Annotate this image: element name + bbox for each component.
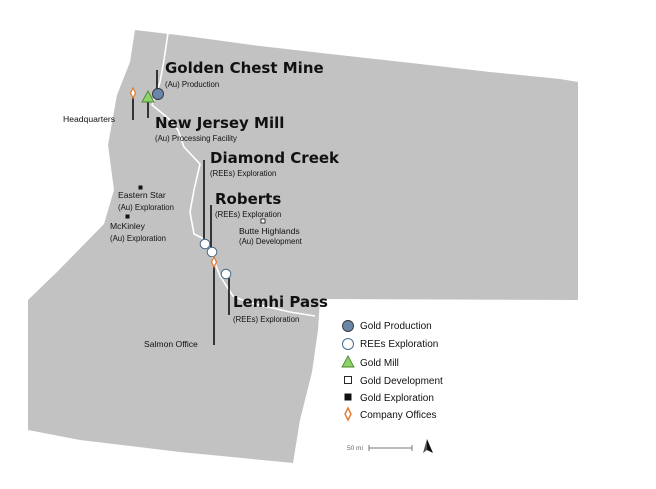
- headquarters-office-marker[interactable]: [129, 86, 137, 100]
- leader-lines: [132, 70, 230, 345]
- legend: Gold Production REEs Exploration Gold Mi…: [341, 320, 443, 422]
- lemhi-pass-marker[interactable]: [220, 268, 232, 280]
- legend-company-offices-label: Company Offices: [360, 410, 437, 421]
- golden-chest-name: Golden Chest Mine: [165, 59, 324, 77]
- eastern-star-marker[interactable]: [138, 185, 143, 190]
- legend-gold-production-label: Gold Production: [360, 321, 432, 332]
- roberts-marker[interactable]: [206, 246, 218, 258]
- eastern-star-detail: (Au) Exploration: [118, 203, 174, 212]
- diamond-creek-detail: (REEs) Exploration: [210, 169, 276, 178]
- scale-bar: 50 mi: [347, 445, 413, 452]
- legend-company-offices-icon: [344, 406, 352, 422]
- headquarters-label: Headquarters: [63, 114, 115, 124]
- roberts-detail: (REEs) Exploration: [215, 210, 281, 219]
- state-border: [151, 32, 316, 317]
- legend-gold-mill-icon: [341, 355, 355, 368]
- new-jersey-detail: (Au) Processing Facility: [155, 134, 237, 143]
- golden-chest-detail: (Au) Production: [165, 80, 219, 89]
- legend-gold-production-icon: [342, 320, 354, 332]
- mckinley-detail: (Au) Exploration: [110, 234, 166, 243]
- diamond-creek-name: Diamond Creek: [210, 149, 340, 167]
- legend-gold-exploration-label: Gold Exploration: [360, 393, 434, 404]
- north-arrow-icon: [423, 439, 433, 453]
- butte-highlands-detail: (Au) Development: [239, 237, 303, 246]
- salmon-office-marker[interactable]: [210, 255, 218, 269]
- scale-bar-label: 50 mi: [347, 445, 363, 452]
- butte-highlands-marker[interactable]: [260, 218, 266, 224]
- new-jersey-mill-marker[interactable]: [141, 90, 155, 103]
- legend-gold-development-icon: [344, 376, 352, 384]
- landmass: [28, 30, 578, 463]
- legend-rees-exploration-icon: [342, 338, 354, 350]
- lemhi-pass-name: Lemhi Pass: [233, 293, 328, 311]
- mckinley-marker[interactable]: [125, 214, 130, 219]
- legend-gold-development-label: Gold Development: [360, 376, 443, 387]
- lemhi-pass-detail: (REEs) Exploration: [233, 315, 299, 324]
- salmon-office-label: Salmon Office: [144, 339, 198, 349]
- eastern-star-name: Eastern Star: [118, 190, 166, 200]
- diamond-creek-marker[interactable]: [199, 238, 211, 250]
- butte-highlands-name: Butte Highlands: [239, 226, 300, 236]
- legend-gold-mill-label: Gold Mill: [360, 358, 399, 369]
- mckinley-name: McKinley: [110, 221, 146, 231]
- legend-rees-exploration-label: REEs Exploration: [360, 339, 438, 350]
- roberts-name: Roberts: [215, 190, 281, 208]
- legend-gold-exploration-icon: [344, 393, 352, 401]
- new-jersey-name: New Jersey Mill: [155, 114, 284, 132]
- golden-chest-marker[interactable]: [152, 88, 164, 100]
